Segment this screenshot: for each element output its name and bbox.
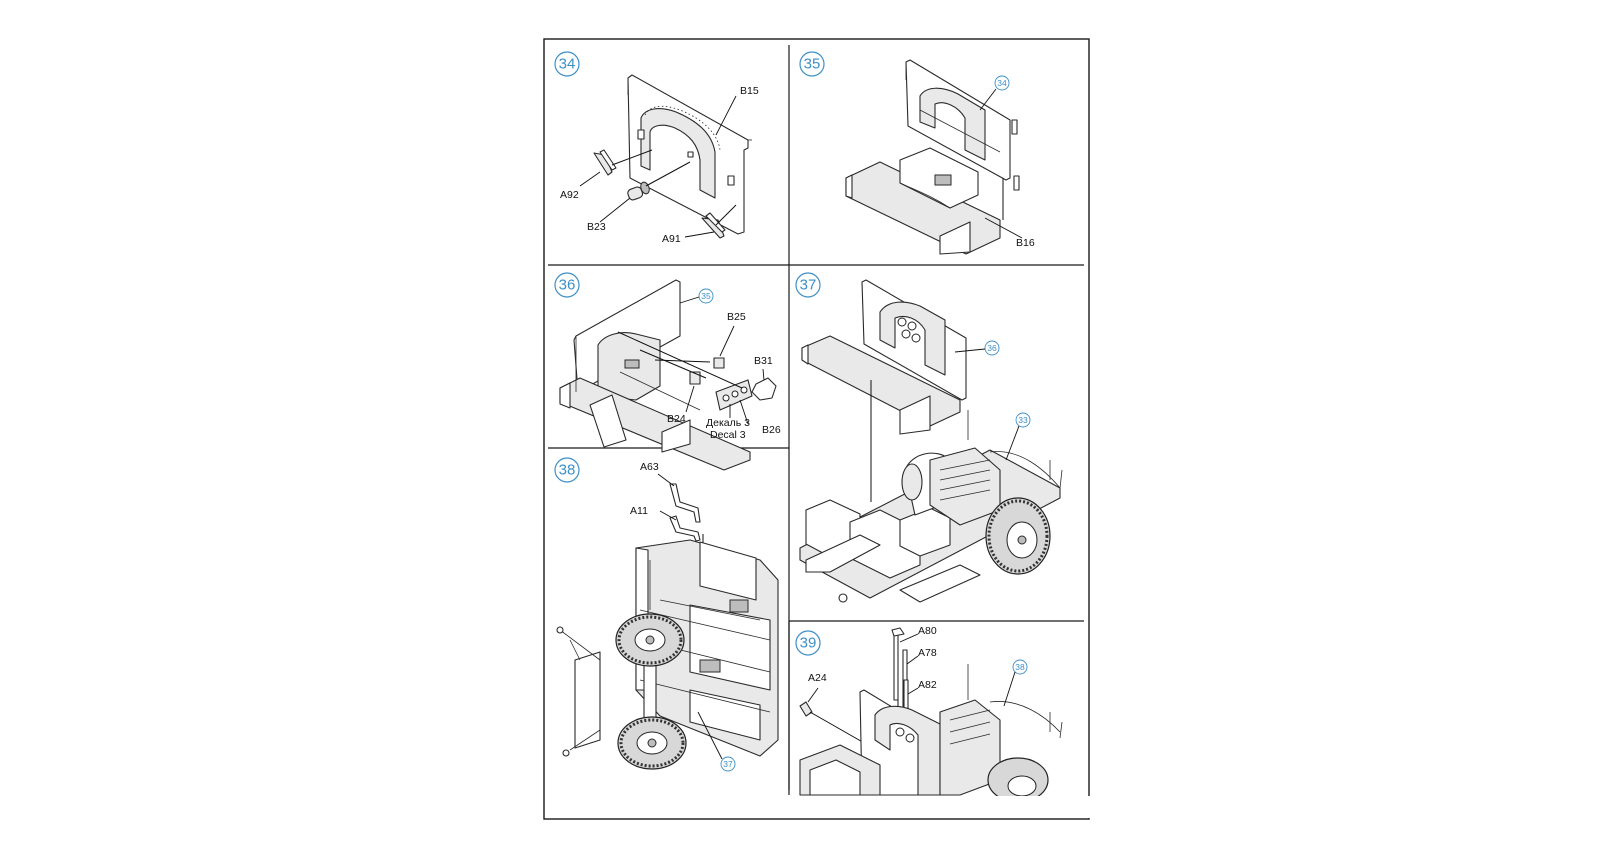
step-36-panel: 36 bbox=[554, 272, 781, 471]
part-b23-drawing bbox=[627, 181, 650, 201]
label-a80: A80 bbox=[918, 625, 937, 637]
step-35-badge bbox=[799, 51, 825, 77]
wheel-upper-drawing bbox=[615, 613, 685, 667]
label-decal-en: Decal 3 bbox=[710, 429, 746, 441]
label-b31: B31 bbox=[754, 355, 773, 367]
label-b26: B26 bbox=[762, 424, 781, 436]
ref-33-number: 33 bbox=[1018, 415, 1028, 425]
ref-38-number: 38 bbox=[1015, 662, 1025, 672]
step-37-badge bbox=[795, 272, 821, 298]
leader-ref-34 bbox=[979, 88, 997, 111]
part-a24-drawing bbox=[799, 701, 813, 717]
step-38-number: 38 bbox=[559, 462, 576, 479]
ref-33-badge bbox=[1015, 412, 1031, 428]
leader-b31 bbox=[762, 368, 765, 381]
ref-37-number: 37 bbox=[723, 759, 733, 769]
part-a80-drawing bbox=[891, 627, 905, 701]
label-decal-ru: Декаль 3 bbox=[706, 417, 750, 429]
arrow-34b bbox=[645, 161, 691, 187]
subassembly-35-drawing bbox=[559, 279, 751, 471]
part-b25-drawing bbox=[713, 357, 725, 369]
step-35-number: 35 bbox=[804, 56, 821, 73]
subassembly-33-drawing bbox=[799, 410, 1063, 603]
leader-a24 bbox=[807, 687, 819, 703]
part-b24-drawing bbox=[689, 371, 701, 385]
part-b26-drawing bbox=[715, 379, 753, 411]
ref-38-badge bbox=[1012, 659, 1028, 675]
label-a82: A82 bbox=[918, 679, 937, 691]
leader-a80 bbox=[899, 633, 919, 643]
leader-a11 bbox=[659, 510, 677, 521]
label-a92: A92 bbox=[560, 189, 579, 201]
front-wheel-drawing bbox=[985, 497, 1051, 575]
step-37-number: 37 bbox=[800, 277, 817, 294]
step-35-panel: 35 B16 34 bbox=[799, 51, 1035, 255]
leader-b24 bbox=[685, 385, 695, 413]
step-38-panel: 38 A63 A11 bbox=[554, 457, 779, 772]
leader-b26 bbox=[739, 399, 749, 425]
leader-a82 bbox=[907, 687, 919, 695]
leader-b15 bbox=[715, 95, 737, 136]
label-a91: A91 bbox=[662, 233, 681, 245]
step-39-badge bbox=[795, 630, 821, 656]
leader-ref-37 bbox=[697, 711, 723, 760]
part-b16-drawing bbox=[845, 147, 1001, 255]
label-b23: B23 bbox=[587, 221, 606, 233]
step-36-number: 36 bbox=[559, 277, 576, 294]
label-b25: B25 bbox=[727, 311, 746, 323]
step-38-badge bbox=[554, 457, 580, 483]
ref-37-badge bbox=[720, 756, 736, 772]
step-39-panel: 39 A80 A78 A24 A82 bbox=[790, 625, 1090, 818]
step-36-badge bbox=[554, 272, 580, 298]
label-b15: B15 bbox=[740, 85, 759, 97]
ref-36-badge bbox=[984, 340, 1000, 356]
leader-a91 bbox=[684, 231, 715, 238]
leader-ref-38 bbox=[1003, 671, 1016, 707]
wheel-lower-drawing bbox=[617, 716, 687, 770]
leader-ref-35 bbox=[679, 296, 700, 304]
step-34-badge bbox=[554, 51, 580, 77]
sheet-frame bbox=[543, 38, 1090, 820]
ref-34-badge bbox=[994, 75, 1010, 91]
part-a92-drawing bbox=[593, 149, 617, 176]
step-34-number: 34 bbox=[559, 56, 576, 73]
leader-b25 bbox=[719, 325, 735, 357]
step-39-number: 39 bbox=[800, 635, 817, 652]
label-a11: A11 bbox=[630, 505, 648, 517]
ref-35-number: 35 bbox=[701, 291, 711, 301]
part-b31-drawing bbox=[751, 377, 777, 401]
label-b16: B16 bbox=[1016, 237, 1035, 249]
gauge-cluster bbox=[897, 317, 921, 343]
leader-a92 bbox=[579, 171, 601, 187]
leader-a63 bbox=[657, 473, 675, 487]
part-a11-drawing bbox=[669, 515, 701, 542]
arrow-36c bbox=[654, 359, 711, 363]
arrow-34c bbox=[715, 204, 737, 226]
subassembly-38-drawing bbox=[790, 664, 1090, 818]
arrow-34a bbox=[611, 149, 653, 166]
label-a63: A63 bbox=[640, 461, 659, 473]
leader-b23 bbox=[599, 197, 631, 223]
part-a63-drawing bbox=[669, 483, 701, 523]
step-34-panel: 34 bbox=[554, 51, 759, 245]
subassembly-36-drawing bbox=[801, 279, 967, 435]
ref-34-number: 34 bbox=[997, 78, 1007, 88]
subassembly-37-drawing bbox=[569, 539, 779, 757]
leader-ref-33 bbox=[1005, 425, 1020, 461]
label-a24: A24 bbox=[808, 672, 827, 684]
arrow-36b bbox=[639, 349, 707, 379]
leader-a78 bbox=[906, 655, 919, 665]
step-37-panel: 37 bbox=[795, 272, 1063, 603]
arrow-36a bbox=[617, 331, 743, 389]
subassembly-34-drawing bbox=[905, 59, 1020, 191]
ref-35-badge bbox=[698, 288, 714, 304]
leader-b16 bbox=[984, 217, 1023, 239]
part-b15-drawing bbox=[627, 74, 752, 235]
ref-36-number: 36 bbox=[987, 343, 997, 353]
label-a78: A78 bbox=[918, 647, 937, 659]
leader-ref-36 bbox=[954, 348, 986, 353]
label-b24: B24 bbox=[667, 413, 686, 425]
